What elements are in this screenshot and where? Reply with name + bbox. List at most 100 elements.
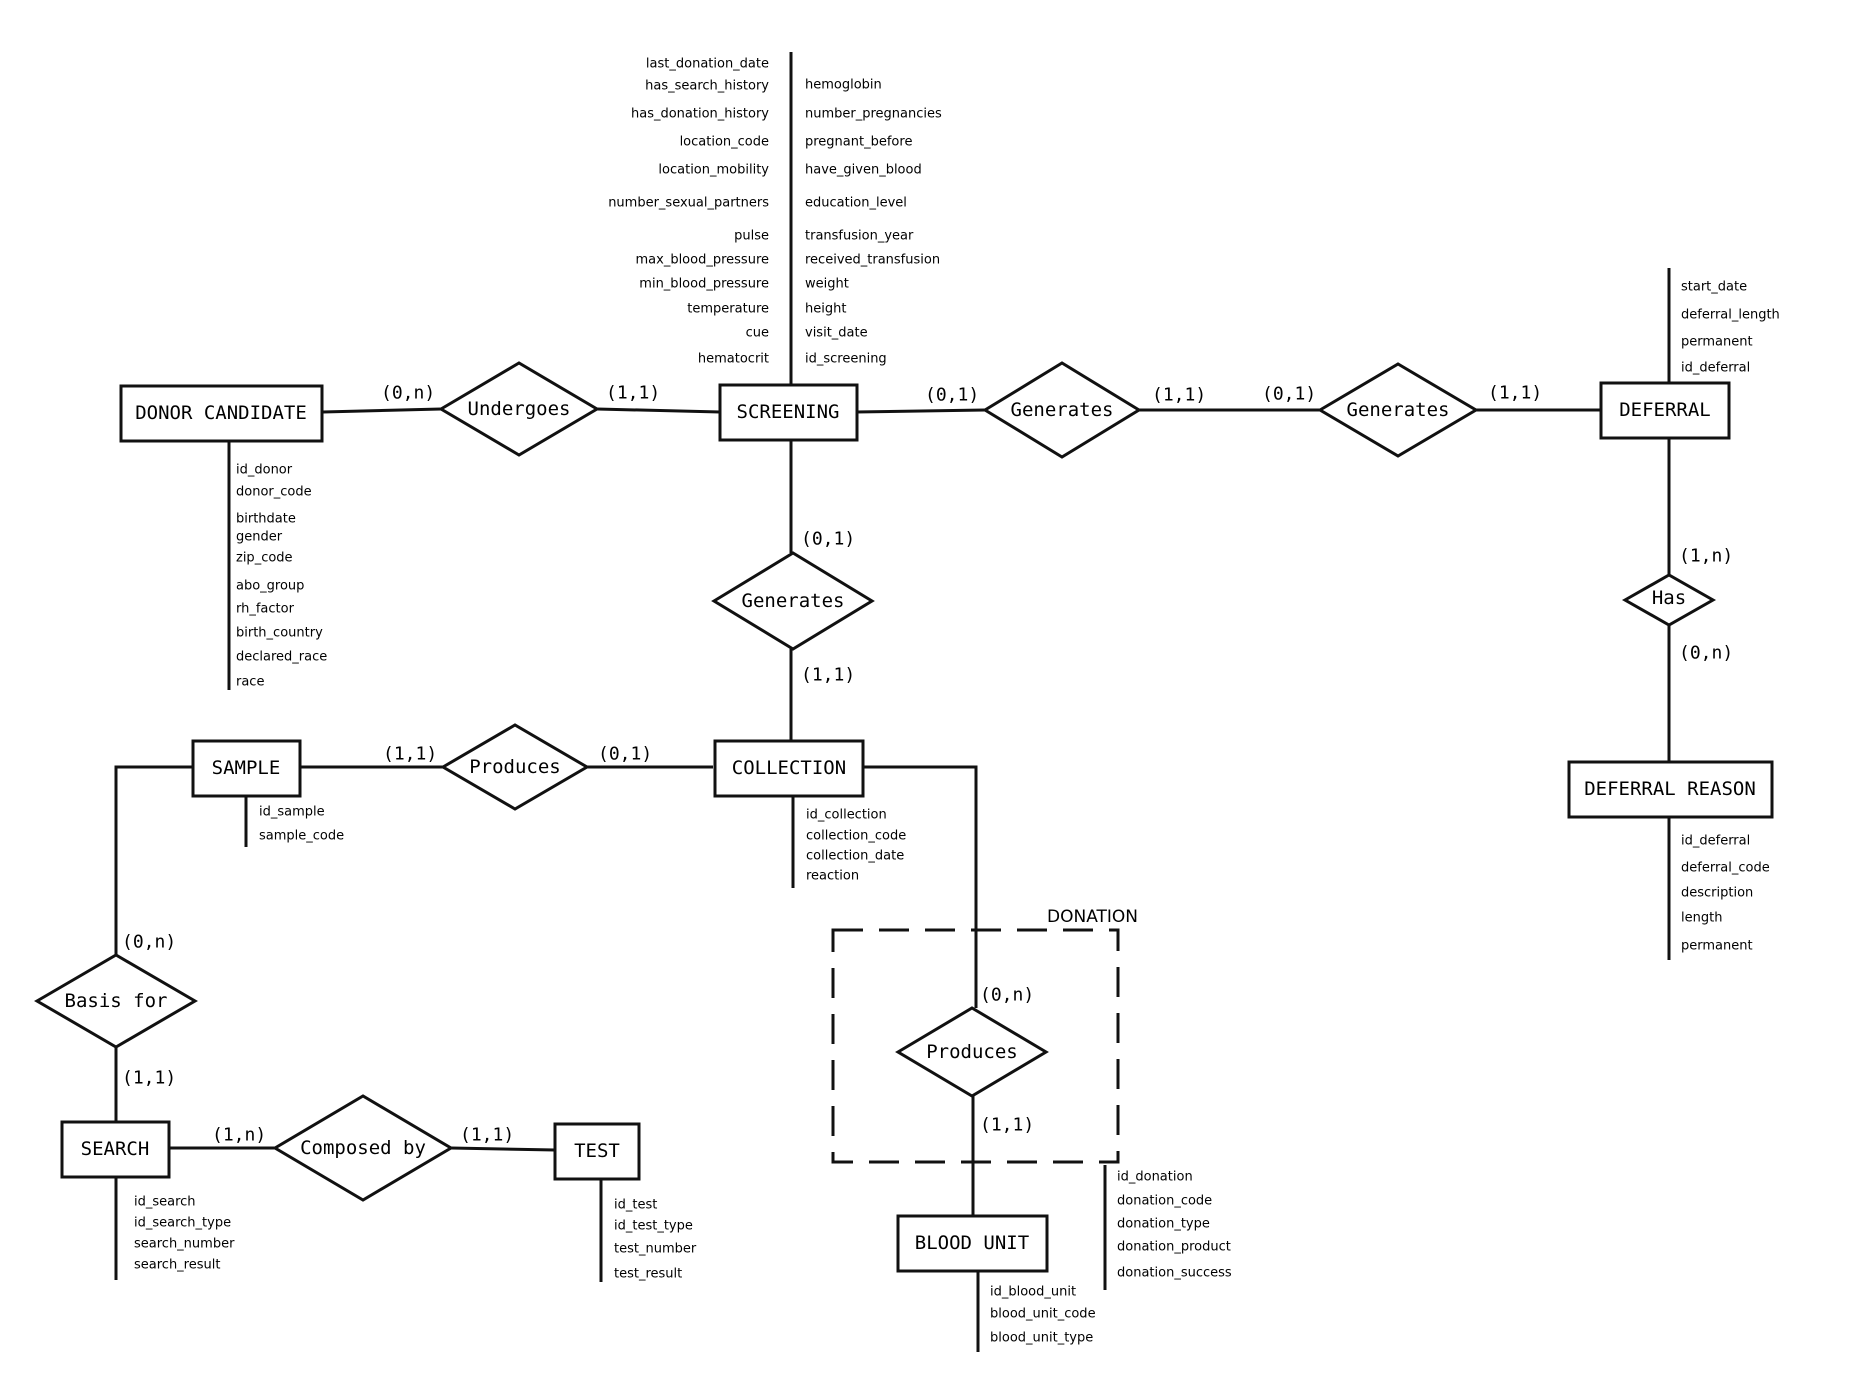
relationship-generates-collection: Generates (711, 551, 875, 651)
attribute-deferral-reason: deferral_code (1681, 861, 1770, 876)
attribute-deferral: start_date (1681, 280, 1747, 295)
attribute-donation: donation_code (1117, 1194, 1212, 1209)
cardinality-label: (0,n) (122, 932, 176, 953)
relationship-composed-by: Composed by (272, 1094, 454, 1202)
relationship-composed-by-label: Composed by (300, 1137, 426, 1159)
attribute-deferral-reason: description (1681, 886, 1753, 901)
attribute-donor: birthdate (236, 512, 296, 527)
relationship-produces-unit-label: Produces (926, 1041, 1018, 1063)
attribute-donor: race (236, 675, 264, 690)
attribute-deferral-reason: permanent (1681, 939, 1753, 954)
attribute-collection: collection_code (806, 829, 906, 844)
attribute-deferral: deferral_length (1681, 308, 1780, 323)
relationship-produces-unit: Produces (895, 1006, 1049, 1098)
cardinality-label: (1,1) (383, 744, 437, 765)
attribute-screening-left: location_code (680, 135, 769, 150)
relationship-undergoes-label: Undergoes (468, 398, 571, 420)
attribute-donor: donor_code (236, 485, 312, 500)
relationship-has: Has (1621, 573, 1717, 627)
attribute-screening-left: has_donation_history (631, 107, 769, 122)
relationship-generates-2: Generates (1317, 362, 1479, 458)
entity-screening: SCREENING (718, 383, 859, 442)
relationship-produces-sample: Produces (440, 723, 590, 811)
attribute-search: id_search_type (134, 1216, 231, 1231)
entity-search-label: SEARCH (81, 1138, 150, 1160)
attribute-deferral-reason: length (1681, 911, 1722, 926)
relationship-basis-for: Basis for (34, 953, 198, 1049)
relationship-produces-sample-label: Produces (469, 756, 561, 778)
attribute-test: test_number (614, 1242, 697, 1257)
attribute-deferral-reason: id_deferral (1681, 834, 1750, 849)
cardinality-label: (0,1) (1262, 384, 1316, 405)
attribute-screening-left: number_sexual_partners (608, 196, 769, 211)
donation-group-label: DONATION (1047, 907, 1138, 927)
attribute-collection: collection_date (806, 849, 904, 864)
attribute-blood-unit: blood_unit_code (990, 1307, 1096, 1322)
attribute-screening-left: pulse (734, 229, 769, 244)
attribute-screening-right: pregnant_before (805, 135, 912, 150)
attribute-donor: abo_group (236, 579, 304, 594)
attribute-collection: reaction (806, 869, 859, 884)
attribute-screening-left: location_mobility (658, 163, 769, 178)
attribute-screening-right: number_pregnancies (805, 107, 942, 122)
attribute-screening-right: have_given_blood (805, 163, 922, 178)
attribute-deferral: id_deferral (1681, 361, 1750, 376)
entity-search: SEARCH (60, 1120, 171, 1179)
attribute-search: id_search (134, 1195, 196, 1210)
cardinality-label: (1,1) (801, 665, 855, 686)
attribute-donation: donation_type (1117, 1217, 1210, 1232)
entity-screening-label: SCREENING (737, 401, 840, 423)
attribute-screening-right: weight (805, 277, 849, 292)
entity-donor-candidate-label: DONOR CANDIDATE (135, 402, 307, 424)
entity-blood-unit-label: BLOOD UNIT (915, 1232, 1029, 1254)
cardinality-label: (1,1) (606, 383, 660, 404)
attribute-screening-left: has_search_history (645, 79, 769, 94)
attribute-donor: zip_code (236, 551, 293, 566)
entity-deferral-reason-label: DEFERRAL REASON (1584, 778, 1756, 800)
attribute-screening-left: last_donation_date (646, 57, 769, 72)
attribute-screening-left: cue (746, 326, 769, 341)
relationship-generates-1-label: Generates (1011, 399, 1114, 421)
cardinality-label: (1,1) (1488, 383, 1542, 404)
attribute-blood-unit: id_blood_unit (990, 1285, 1076, 1300)
attribute-test: id_test (614, 1198, 657, 1213)
cardinality-label: (0,n) (381, 383, 435, 404)
cardinality-label: (0,1) (598, 744, 652, 765)
attribute-sample: id_sample (259, 805, 325, 820)
attribute-screening-left: min_blood_pressure (639, 277, 769, 292)
entity-deferral-reason: DEFERRAL REASON (1567, 760, 1774, 819)
relationship-has-label: Has (1652, 587, 1686, 609)
attribute-donor: declared_race (236, 650, 327, 665)
cardinalities: (0,n) (1,1) (0,1) (1,1) (0,1) (1,1) (0,1… (122, 383, 1733, 1146)
entity-blood-unit: BLOOD UNIT (896, 1214, 1049, 1273)
attribute-screening-left: hematocrit (698, 352, 769, 367)
cardinality-label: (1,1) (122, 1068, 176, 1089)
cardinality-label: (0,1) (801, 529, 855, 550)
entity-sample: SAMPLE (191, 739, 302, 798)
relationship-generates-collection-label: Generates (742, 590, 845, 612)
attribute-screening-left: temperature (687, 302, 769, 317)
attribute-donor: rh_factor (236, 602, 295, 617)
attribute-donation: id_donation (1117, 1170, 1193, 1185)
attribute-lists: last_donation_date has_search_history has_… (134, 57, 1780, 1346)
attribute-test: test_result (614, 1267, 682, 1282)
entity-sample-label: SAMPLE (212, 757, 281, 779)
attribute-screening-right: education_level (805, 196, 907, 211)
attribute-donation: donation_product (1117, 1240, 1231, 1255)
attribute-screening-right: transfusion_year (805, 229, 914, 244)
attribute-donor: id_donor (236, 463, 293, 478)
relationship-generates-1: Generates (982, 361, 1142, 459)
entity-deferral-label: DEFERRAL (1619, 399, 1711, 421)
attribute-screening-right: id_screening (805, 352, 887, 367)
cardinality-label: (1,n) (212, 1125, 266, 1146)
cardinality-label: (1,1) (460, 1125, 514, 1146)
relationship-basis-for-label: Basis for (65, 990, 168, 1012)
attribute-deferral: permanent (1681, 335, 1753, 350)
attribute-donor: gender (236, 530, 283, 545)
entity-deferral: DEFERRAL (1599, 381, 1731, 440)
attribute-screening-right: hemoglobin (805, 78, 882, 93)
relationship-generates-2-label: Generates (1347, 399, 1450, 421)
attribute-donor: birth_country (236, 626, 323, 641)
attribute-donation: donation_success (1117, 1266, 1232, 1281)
